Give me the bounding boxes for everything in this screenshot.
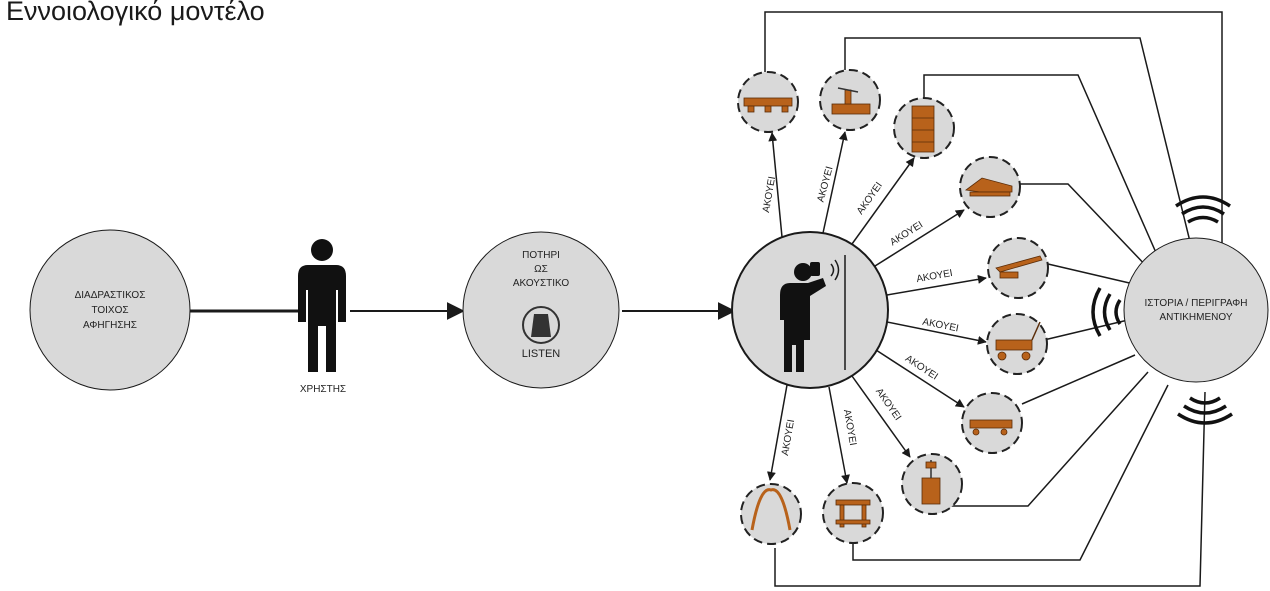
wall-label-line-3: ΑΦΗΓΗΣΗΣ: [83, 320, 137, 331]
edge-label: ΑΚΟΥΕΙ: [780, 419, 797, 457]
return-connectors: [764, 11, 1223, 587]
sound-wave-icons: [1091, 195, 1233, 425]
listening-person-icon: [780, 262, 826, 372]
edge-label: ΑΚΟΥΕΙ: [888, 220, 925, 249]
trolley-icon: [969, 419, 1013, 436]
user-person-icon: [298, 239, 346, 372]
edge-label: ΑΚΟΥΕΙ: [761, 176, 778, 214]
wall-label-line-2: ΤΟΙΧΟΣ: [91, 305, 128, 316]
return-line-arch: [774, 391, 1206, 587]
arch-icon: [750, 488, 792, 531]
arrow-to-ramp: [874, 209, 965, 267]
edge-label: ΑΚΟΥΕΙ: [855, 180, 885, 216]
arrow-to-pallet: [768, 132, 783, 238]
machine-icon: [831, 87, 871, 115]
cup-label-line-1: ΠΟΤΗΡΙ: [522, 250, 560, 261]
story-node: ΙΣΤΟΡΙΑ / ΠΕΡΙΓΡΑΦΗ ΑΝΤΙΚΗΜΕΝΟΥ: [1123, 237, 1269, 383]
edge-label: ΑΚΟΥΕΙ: [903, 353, 940, 382]
wall-node: ΔΙΑΔΡΑΣΤΙΚΟΣ ΤΟΙΧΟΣ ΑΦΗΓΗΣΗΣ: [29, 229, 191, 391]
edge-label: ΑΚΟΥΕΙ: [841, 409, 858, 447]
story-label-line-2: ΑΝΤΙΚΗΜΕΝΟΥ: [1159, 312, 1232, 323]
listener-node: [731, 231, 889, 389]
return-line-trolley: [1021, 354, 1136, 405]
page-title: Εννοιολογικό μοντέλο: [6, 0, 265, 26]
sound-waves-top: [1175, 195, 1231, 224]
object-circles: [737, 69, 1049, 545]
tower-icon: [911, 105, 935, 153]
arrow-to-plough: [886, 274, 987, 296]
press-icon: [921, 460, 941, 505]
return-line-ramp: [1020, 183, 1151, 271]
edge-label: ΑΚΟΥΕΙ: [873, 386, 903, 422]
sound-waves-bottom: [1177, 396, 1233, 425]
return-line-pallet: [764, 11, 1223, 260]
ramp-icon: [964, 177, 1013, 197]
return-line-bench: [852, 384, 1169, 561]
arrow-to-cart: [886, 321, 987, 345]
pallet-icon: [743, 97, 793, 113]
arrow-to-press: [851, 375, 911, 458]
listen-label: LISTEN: [522, 348, 561, 360]
return-line-cart: [1043, 319, 1129, 341]
cup-label-line-2: ΩΣ: [534, 264, 548, 275]
return-line-press: [940, 371, 1149, 507]
arrow-to-machine: [822, 131, 848, 234]
object-icons: [743, 87, 1043, 531]
sound-wave-icon: [830, 259, 840, 281]
edge-label: ΑΚΟΥΕΙ: [916, 268, 954, 285]
listen-arrows: [766, 131, 987, 484]
arrow-to-arch: [766, 384, 788, 481]
arrow-to-bench: [828, 386, 850, 484]
wall-label-line-1: ΔΙΑΔΡΑΣΤΙΚΟΣ: [75, 290, 146, 301]
edge-label: ΑΚΟΥΕΙ: [921, 317, 959, 335]
user-label: ΧΡΗΣΤΗΣ: [300, 384, 346, 395]
return-line-tower: [923, 74, 1169, 281]
object-node-plough: [987, 237, 1049, 299]
object-node-arch: [740, 483, 802, 545]
story-label-line-1: ΙΣΤΟΡΙΑ / ΠΕΡΙΓΡΑΦΗ: [1145, 298, 1248, 309]
cup-label-line-3: ΑΚΟΥΣΤΙΚΟ: [513, 278, 570, 289]
return-line-machine: [844, 37, 1196, 263]
edge-label: ΑΚΟΥΕΙ: [816, 165, 836, 203]
arrow-to-trolley: [875, 349, 965, 408]
object-node-bench: [822, 482, 884, 544]
cup-node: ΠΟΤΗΡΙ ΩΣ ΑΚΟΥΣΤΙΚΟ LISTEN: [462, 231, 620, 389]
return-line-plough: [1047, 263, 1139, 286]
sound-waves-left: [1091, 287, 1122, 337]
plough-icon: [995, 255, 1043, 279]
bench-icon: [835, 499, 871, 528]
arrow-to-tower: [851, 157, 915, 245]
cart-icon: [995, 321, 1041, 361]
